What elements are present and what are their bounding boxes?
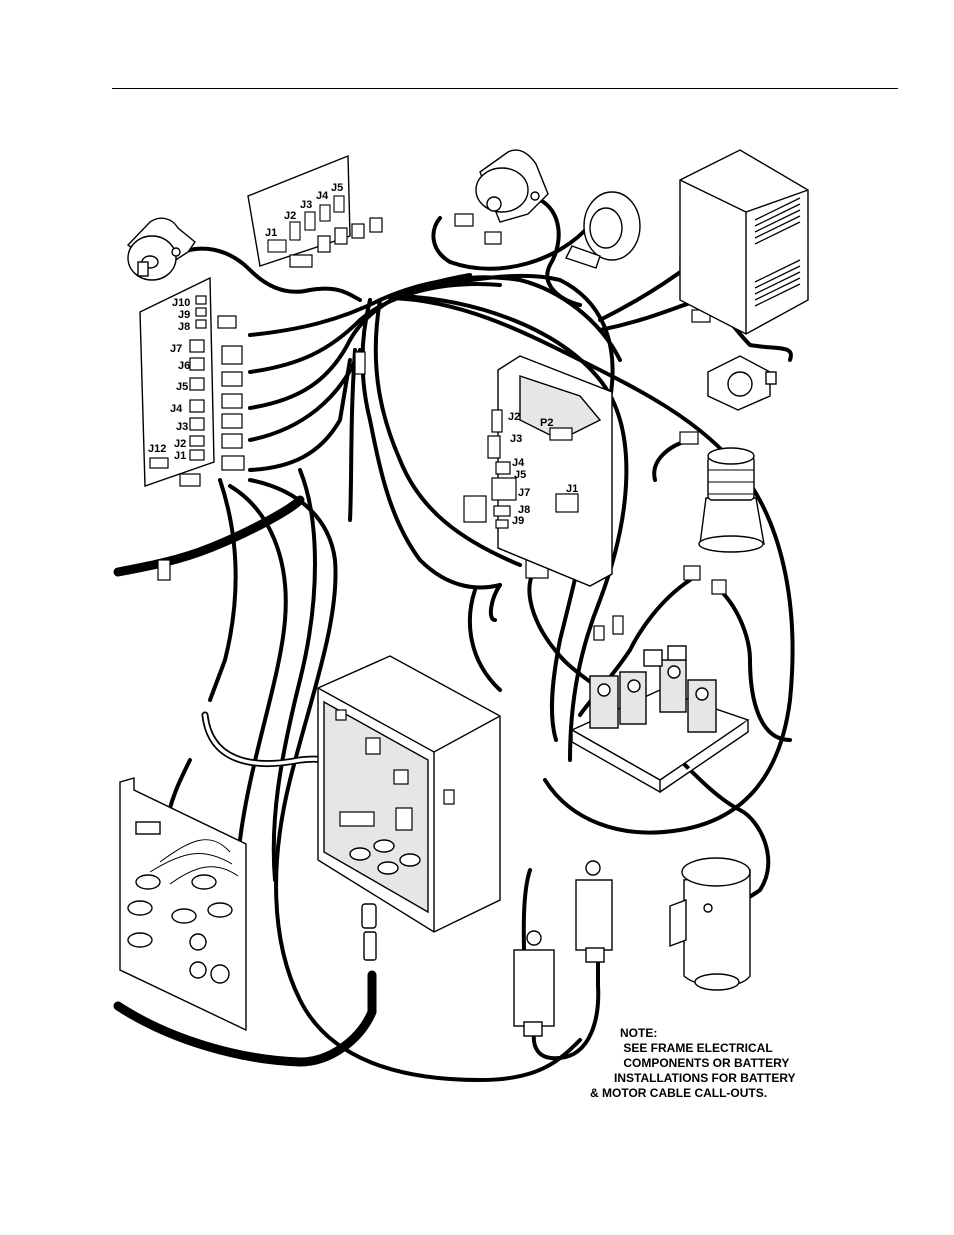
panel-b-label-j10: J10 — [172, 297, 190, 309]
note-line-2: COMPONENTS OR BATTERY — [590, 1056, 796, 1071]
panel-b-label-j1: J1 — [174, 450, 186, 462]
note-line-3: INSTALLATIONS FOR BATTERY — [590, 1071, 796, 1086]
encoder-motor-top — [476, 150, 548, 222]
panel-b-label-j2: J2 — [174, 438, 186, 450]
panel-b-label-j7: J7 — [170, 343, 182, 355]
panel-a-label-j4: J4 — [316, 190, 329, 202]
panel-b-label-j8: J8 — [178, 321, 190, 333]
controller-label-j3: J3 — [510, 433, 522, 445]
limit-switch-left — [514, 931, 554, 1036]
horn — [566, 192, 640, 268]
limit-switch-right — [576, 861, 612, 962]
note-title: NOTE: — [590, 1026, 796, 1041]
panel-b-label-j9: J9 — [178, 309, 190, 321]
motor-controller: J2 J3 P2 J4 J5 J7 J1 J8 J9 — [464, 356, 612, 586]
panel-b-label-j4: J4 — [170, 403, 183, 415]
note-line-1: SEE FRAME ELECTRICAL — [590, 1041, 796, 1056]
drive-motor — [670, 858, 750, 990]
controller-label-j7: J7 — [518, 487, 530, 499]
panel-a-label-j2: J2 — [284, 210, 296, 222]
controller-label-j1: J1 — [566, 483, 578, 495]
panel-a-label-j3: J3 — [300, 199, 312, 211]
controller-label-j2: J2 — [508, 411, 520, 423]
circuit-board-left: J10 J9 J8 J7 J6 J5 J4 J3 J2 J1 J12 — [140, 278, 244, 486]
operator-panel-left — [120, 778, 246, 1030]
circuit-board-top: J1 J2 J3 J4 J5 — [248, 156, 382, 267]
controller-label-j9: J9 — [512, 515, 524, 527]
contactor-panel — [572, 646, 748, 792]
cable-plug — [362, 904, 376, 960]
panel-b-label-j12: J12 — [148, 443, 166, 455]
panel-a-label-j1: J1 — [265, 227, 277, 239]
controller-label-j4: J4 — [512, 457, 525, 469]
beacon-light — [699, 448, 764, 552]
control-enclosure — [318, 656, 500, 932]
power-supply-box — [680, 150, 808, 334]
note-line-4: & MOTOR CABLE CALL-OUTS. — [590, 1086, 796, 1101]
note-block: NOTE: SEE FRAME ELECTRICAL COMPONENTS OR… — [590, 1026, 796, 1101]
panel-b-label-j5: J5 — [176, 381, 188, 393]
encoder-motor-left — [128, 218, 195, 280]
panel-b-label-j3: J3 — [176, 421, 188, 433]
panel-a-label-j5: J5 — [331, 182, 343, 194]
controller-label-p2: P2 — [540, 417, 553, 429]
key-switch — [708, 356, 776, 410]
panel-b-label-j6: J6 — [178, 360, 190, 372]
